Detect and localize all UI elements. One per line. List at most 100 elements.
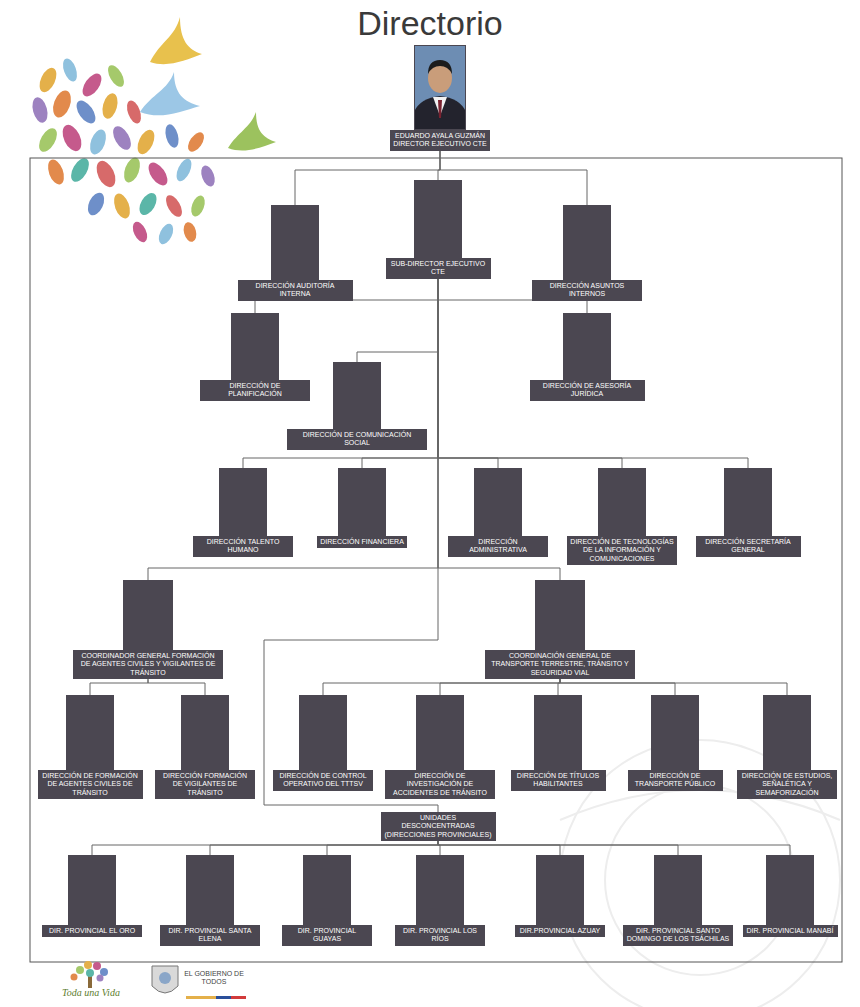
unit-label-bar: DIRECCIÓN DE ESTUDIOS, SEÑALÉTICA Y SEMA…: [737, 770, 837, 799]
unit-name: DIRECCIÓN DE PLANIFICACIÓN: [203, 382, 307, 399]
director-text: DIRECTOR EJECUTIVO CTE: [393, 140, 487, 148]
unit-card: DIRECCIÓN DE CONTROL OPERATIVO DEL TTTSV: [273, 695, 373, 791]
unit-card: DIRECCIÓN SECRETARÍA GENERAL: [696, 468, 801, 557]
unit-box: [534, 695, 582, 770]
director-card: EDUARDO AYALA GUZMÁNDIRECTOR EJECUTIVO C…: [390, 45, 490, 151]
unit-label-bar: COORDINADOR GENERAL FORMACIÓN DE AGENTES…: [73, 650, 223, 679]
unit-name: COORDINADOR GENERAL FORMACIÓN DE AGENTES…: [76, 652, 220, 677]
org-connector: [560, 679, 787, 695]
unit-label-bar: DIRECCIÓN DE INVESTIGACIÓN DE ACCIDENTES…: [385, 770, 495, 799]
unit-box: [474, 468, 522, 536]
org-connector: [148, 679, 205, 695]
unit-card: DIR. PROVINCIAL EL ORO: [42, 855, 142, 937]
unit-name: DIR. PROVINCIAL GUAYAS: [285, 927, 369, 944]
unit-box: [271, 205, 319, 280]
org-connector: [438, 841, 678, 855]
org-connector: [560, 679, 675, 695]
unit-name: DIRECCIÓN ASUNTOS INTERNOS: [535, 282, 639, 299]
unit-card: DIR. PROVINCIAL MANABÍ: [743, 855, 838, 937]
unit-box: [416, 855, 464, 925]
org-connector: [90, 679, 148, 695]
unit-card: DIRECCIÓN TALENTO HUMANO: [193, 468, 293, 557]
unit-name: DIRECCIÓN DE TECNOLOGÍAS DE LA INFORMACI…: [570, 538, 674, 563]
unit-box: [66, 695, 114, 770]
unit-name: DIRECCIÓN FORMACIÓN DE VIGILANTES DE TRÁ…: [158, 772, 252, 797]
unit-box: [123, 580, 173, 650]
unit-box: [766, 855, 814, 925]
unit-card: DIRECCIÓN DE ESTUDIOS, SEÑALÉTICA Y SEMA…: [737, 695, 837, 799]
unit-card: UNIDADES DESCONCENTRADAS (DIRECCIONES PR…: [381, 812, 496, 841]
org-connector: [148, 279, 438, 580]
unit-name: DIRECCIÓN DE TÍTULOS HABILITANTES: [514, 772, 603, 789]
director-photo: [414, 45, 466, 130]
unit-box: [231, 313, 279, 380]
unit-label-bar: DIRECCIÓN DE TRANSPORTE PÚBLICO: [628, 770, 723, 791]
org-connector: [438, 841, 560, 855]
unit-name: DIR. PROVINCIAL SANTA ELENA: [163, 927, 257, 944]
unit-name: DIR. PROVINCIAL MANABÍ: [746, 927, 835, 935]
unit-card: DIRECCIÓN DE FORMACIÓN DE AGENTES CIVILE…: [38, 695, 143, 799]
unit-label-bar: EDUARDO AYALA GUZMÁNDIRECTOR EJECUTIVO C…: [390, 130, 490, 151]
unit-name: DIR. PROVINCIAL EL ORO: [45, 927, 139, 935]
org-connector: [92, 841, 438, 855]
unit-card: DIR.PROVINCIAL AZUAY: [515, 855, 605, 937]
frame: [30, 158, 842, 962]
org-connector: [438, 279, 748, 468]
unit-name: DIR.PROVINCIAL AZUAY: [518, 927, 602, 935]
unit-label-bar: DIRECCIÓN FINANCIERA: [317, 536, 407, 548]
unit-label-bar: DIRECCIÓN DE TÍTULOS HABILITANTES: [511, 770, 606, 791]
unit-label-bar: DIR. PROVINCIAL LOS RÍOS: [395, 925, 485, 946]
unit-label-bar: DIRECCIÓN ASUNTOS INTERNOS: [532, 280, 642, 301]
unit-box: [186, 855, 234, 925]
org-connector: [210, 841, 438, 855]
unit-name: DIRECCIÓN DE ASESORÍA JURÍDICA: [533, 382, 642, 399]
unit-name: DIRECCIÓN DE INVESTIGACIÓN DE ACCIDENTES…: [388, 772, 492, 797]
unit-card: DIRECCIÓN FINANCIERA: [317, 468, 407, 548]
leaf-cloud: [30, 57, 218, 247]
unit-name: DIRECCIÓN TALENTO HUMANO: [196, 538, 290, 555]
unit-label-bar: DIR. PROVINCIAL SANTA ELENA: [160, 925, 260, 946]
unit-card: DIRECCIÓN DE COMUNICACIÓN SOCIAL: [287, 362, 427, 450]
unit-box: [303, 855, 351, 925]
unit-name: DIRECCIÓN ADMINISTRATIVA: [451, 538, 545, 555]
director-text: EDUARDO AYALA GUZMÁN: [393, 132, 487, 140]
org-connector: [327, 841, 438, 855]
unit-card: DIR. PROVINCIAL GUAYAS: [282, 855, 372, 946]
unit-label-bar: DIRECCIÓN ADMINISTRATIVA: [448, 536, 548, 557]
unit-name: UNIDADES DESCONCENTRADAS (DIRECCIONES PR…: [384, 814, 493, 839]
unit-box: [724, 468, 772, 536]
unit-card: COORDINACIÓN GENERAL DE TRANSPORTE TERRE…: [485, 580, 635, 679]
unit-box: [181, 695, 229, 770]
org-connector: [438, 279, 498, 468]
unit-label-bar: DIRECCIÓN DE FORMACIÓN DE AGENTES CIVILE…: [38, 770, 143, 799]
unit-card: DIRECCIÓN DE TECNOLOGÍAS DE LA INFORMACI…: [567, 468, 677, 565]
unit-label-bar: DIRECCIÓN SECRETARÍA GENERAL: [696, 536, 801, 557]
unit-box: [414, 180, 462, 258]
unit-card: DIRECCIÓN DE INVESTIGACIÓN DE ACCIDENTES…: [385, 695, 495, 799]
org-connector: [357, 279, 438, 362]
unit-box: [563, 313, 611, 380]
unit-box: [536, 855, 584, 925]
logo-text: EL GOBIERNO DE TODOS: [184, 970, 244, 985]
unit-card: DIRECCIÓN AUDITORÍA INTERNA: [238, 205, 353, 301]
unit-label-bar: DIRECCIÓN DE TECNOLOGÍAS DE LA INFORMACI…: [567, 536, 677, 565]
unit-box: [563, 205, 611, 280]
unit-card: DIRECCIÓN DE TRANSPORTE PÚBLICO: [628, 695, 723, 791]
unit-name: DIRECCIÓN DE TRANSPORTE PÚBLICO: [631, 772, 720, 789]
unit-name: COORDINACIÓN GENERAL DE TRANSPORTE TERRE…: [488, 652, 632, 677]
org-connector: [323, 679, 560, 695]
unit-label-bar: DIRECCIÓN DE CONTROL OPERATIVO DEL TTTSV: [273, 770, 373, 791]
photo-frame: [414, 45, 466, 130]
unit-card: DIRECCIÓN DE TÍTULOS HABILITANTES: [511, 695, 606, 791]
unit-label-bar: DIRECCIÓN TALENTO HUMANO: [193, 536, 293, 557]
unit-label-bar: DIR. PROVINCIAL EL ORO: [42, 925, 142, 937]
unit-label-bar: DIRECCIÓN FORMACIÓN DE VIGILANTES DE TRÁ…: [155, 770, 255, 799]
unit-box: [299, 695, 347, 770]
unit-box: [598, 468, 646, 536]
unit-card: DIRECCIÓN ADMINISTRATIVA: [448, 468, 548, 557]
unit-box: [535, 580, 585, 650]
unit-label-bar: UNIDADES DESCONCENTRADAS (DIRECCIONES PR…: [381, 812, 496, 841]
unit-box: [68, 855, 116, 925]
unit-label-bar: SUB-DIRECTOR EJECUTIVO CTE: [386, 258, 491, 279]
unit-box: [651, 695, 699, 770]
